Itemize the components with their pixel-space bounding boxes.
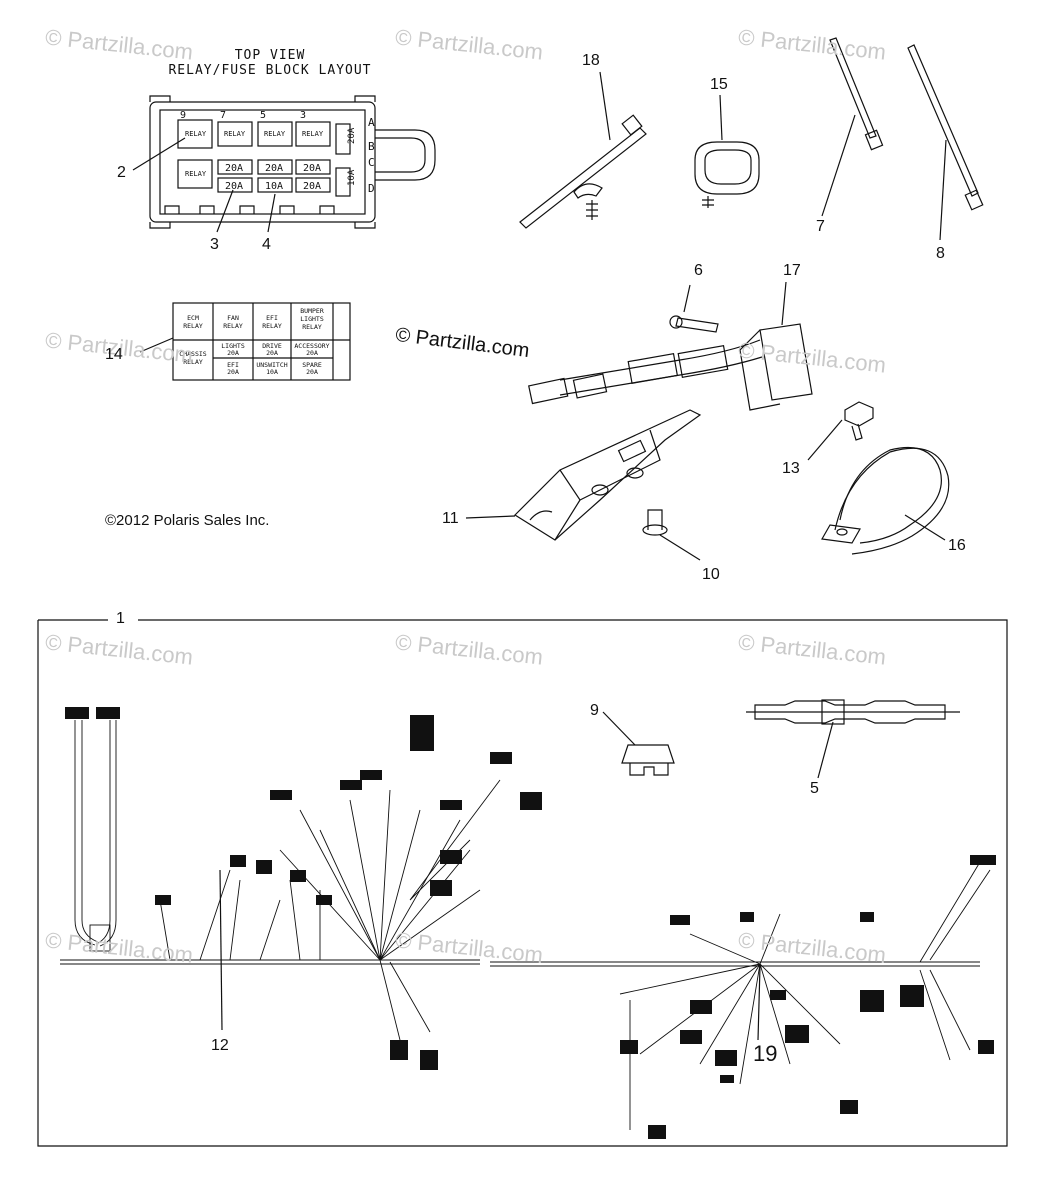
harness-left xyxy=(60,720,501,1041)
svg-text:20A: 20A xyxy=(225,163,243,174)
callout-17: 17 xyxy=(783,262,801,279)
svg-text:20A: 20A xyxy=(303,181,321,192)
callout-7: 7 xyxy=(816,218,825,235)
svg-text:RELAY: RELAY xyxy=(224,130,246,138)
svg-text:20A: 20A xyxy=(303,163,321,174)
relay-block-text: RELAY RELAY RELAY RELAY RELAY 20A 20A 20… xyxy=(180,110,375,195)
svg-text:ACCESSORY: ACCESSORY xyxy=(294,342,329,350)
callout-5: 5 xyxy=(810,780,819,797)
cable-tie-push-mount xyxy=(519,71,647,229)
callout-4: 4 xyxy=(262,236,271,253)
svg-text:EFI: EFI xyxy=(266,314,278,322)
push-rivet xyxy=(642,509,701,561)
svg-text:D: D xyxy=(368,182,375,195)
svg-text:20A: 20A xyxy=(306,349,318,357)
callout-9: 9 xyxy=(590,702,599,719)
svg-text:DRIVE: DRIVE xyxy=(262,342,282,350)
svg-text:20A: 20A xyxy=(227,349,239,357)
svg-text:RELAY: RELAY xyxy=(264,130,286,138)
callout-11: 11 xyxy=(442,510,459,527)
svg-text:BUMPER: BUMPER xyxy=(300,307,324,315)
svg-text:RELAY: RELAY xyxy=(185,170,207,178)
svg-text:RELAY: RELAY xyxy=(302,130,324,138)
svg-text:20A: 20A xyxy=(265,163,283,174)
harness-right xyxy=(490,861,991,1130)
callout-2: 2 xyxy=(117,164,126,181)
resistor-part xyxy=(602,711,675,776)
svg-text:B: B xyxy=(368,140,375,153)
svg-text:5: 5 xyxy=(260,110,266,121)
inline-fuse-holder xyxy=(746,699,960,779)
svg-text:10A: 10A xyxy=(266,368,278,376)
callout-14: 14 xyxy=(105,346,123,363)
callout-10: 10 xyxy=(702,566,720,583)
svg-text:RELAY: RELAY xyxy=(262,322,282,330)
callout-18: 18 xyxy=(582,52,600,69)
svg-text:RELAY: RELAY xyxy=(185,130,207,138)
svg-text:RELAY: RELAY xyxy=(183,322,203,330)
svg-text:CHASSIS: CHASSIS xyxy=(179,350,206,358)
long-cable-ties xyxy=(821,37,984,241)
svg-text:ECM: ECM xyxy=(187,314,199,322)
svg-text:LIGHTS: LIGHTS xyxy=(221,342,245,350)
relay-block-title-line1: TOP VIEW xyxy=(234,48,306,63)
relay-decal xyxy=(139,302,351,381)
harness-tags xyxy=(65,707,996,1139)
connector-jumper xyxy=(528,281,813,411)
svg-text:3: 3 xyxy=(300,110,306,121)
callout-12: 12 xyxy=(211,1037,229,1054)
copyright: ©2012 Polaris Sales Inc. xyxy=(105,512,270,529)
decal-text: ECM RELAY FAN RELAY EFI RELAY BUMPER LIG… xyxy=(179,307,329,376)
bolt xyxy=(807,401,874,461)
svg-text:FAN: FAN xyxy=(227,314,239,322)
p-clamp xyxy=(821,446,950,555)
svg-text:7: 7 xyxy=(220,110,226,121)
callout-8: 8 xyxy=(936,245,945,262)
svg-text:20A: 20A xyxy=(306,368,318,376)
relay-fuse-block xyxy=(132,95,436,233)
callout-3: 3 xyxy=(210,236,219,253)
callout-13: 13 xyxy=(782,460,800,477)
svg-text:20A: 20A xyxy=(266,349,278,357)
svg-text:EFI: EFI xyxy=(227,361,239,369)
callout-1: 1 xyxy=(116,610,125,627)
svg-text:C: C xyxy=(368,156,375,169)
svg-text:SPARE: SPARE xyxy=(302,361,322,369)
harness-clip xyxy=(694,94,760,208)
svg-text:RELAY: RELAY xyxy=(183,358,203,366)
svg-text:RELAY: RELAY xyxy=(223,322,243,330)
harness-frame xyxy=(37,619,1008,1147)
svg-text:A: A xyxy=(368,116,375,129)
relay-block-title-line2: RELAY/FUSE BLOCK LAYOUT xyxy=(168,63,372,78)
svg-text:20A: 20A xyxy=(225,181,243,192)
svg-text:10A: 10A xyxy=(265,181,283,192)
svg-text:20A: 20A xyxy=(347,127,357,144)
svg-text:9: 9 xyxy=(180,110,186,121)
callout-15: 15 xyxy=(710,76,728,93)
relay-block-title: TOP VIEW RELAY/FUSE BLOCK LAYOUT xyxy=(150,48,390,78)
callout-6: 6 xyxy=(694,262,703,279)
svg-text:10A: 10A xyxy=(347,169,357,186)
svg-text:UNSWITCH: UNSWITCH xyxy=(256,361,287,369)
svg-text:20A: 20A xyxy=(227,368,239,376)
svg-text:LIGHTS: LIGHTS xyxy=(300,315,324,323)
mounting-bracket xyxy=(465,409,702,541)
callout-19: 19 xyxy=(753,1041,778,1066)
svg-text:RELAY: RELAY xyxy=(302,323,322,331)
callout-16: 16 xyxy=(948,537,966,554)
